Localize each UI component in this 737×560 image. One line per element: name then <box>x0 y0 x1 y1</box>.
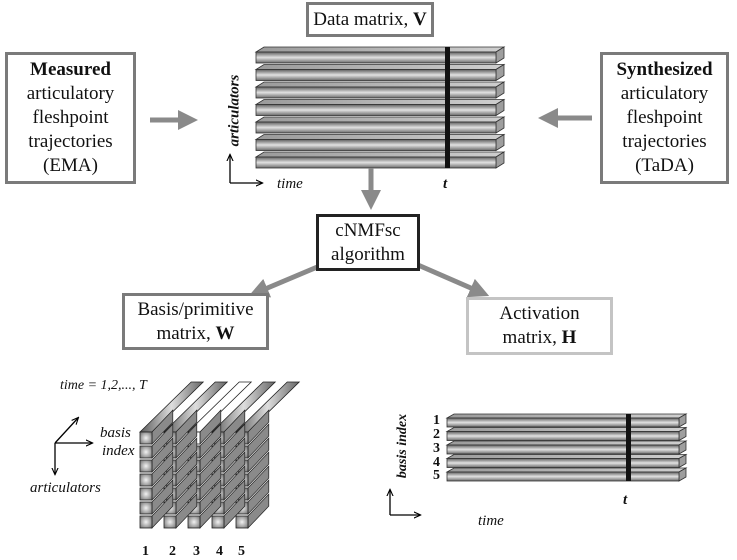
cube-cell-face <box>235 515 249 529</box>
algorithm-line-1: cNMFsc <box>335 219 401 241</box>
measured-line-1: articulatory <box>26 83 115 104</box>
synthesized-title: Synthesized <box>616 59 713 80</box>
activation-bar <box>446 444 680 455</box>
act-time-label: time <box>478 513 504 529</box>
data-matrix-bar <box>255 69 497 81</box>
cube-cell-face <box>211 515 225 529</box>
act-row-1: 1 <box>433 413 440 428</box>
cube-col-1: 1 <box>142 544 149 559</box>
data-matrix-time-marker <box>445 47 450 168</box>
act-row-4: 4 <box>433 455 440 470</box>
data-matrix-bar <box>255 51 497 64</box>
synthesized-line-4: (TaDA) <box>635 155 694 176</box>
synthesized-line-3: trajectories <box>622 131 707 152</box>
data-matrix-symbol: V <box>412 8 427 30</box>
basis-index-axis-label: basis index <box>395 413 410 479</box>
data-matrix-bar-top <box>254 134 506 140</box>
top-axes <box>230 155 262 183</box>
activation-bar-top <box>445 454 688 459</box>
synthesized-line-1: articulatory <box>620 83 709 104</box>
cube-articulators-label: articulators <box>30 480 101 496</box>
basis-line-2: matrix, <box>156 322 216 344</box>
measured-line-4: (EMA) <box>43 155 98 176</box>
act-t-label: t <box>623 492 628 508</box>
cube-index-label: index <box>102 443 135 459</box>
activation-bar <box>446 458 680 468</box>
act-row-3: 3 <box>433 441 440 456</box>
data-matrix-bar-top <box>254 64 506 70</box>
act-row-5: 5 <box>433 468 440 483</box>
cube-cell-face <box>139 431 153 445</box>
activation-bar-top <box>445 413 688 419</box>
cube-cell-face <box>139 445 153 459</box>
cube-axes <box>55 418 92 474</box>
basis-cube <box>139 381 301 529</box>
data-matrix-bar <box>255 139 497 151</box>
activation-axes <box>390 490 420 515</box>
act-row-2: 2 <box>433 427 440 442</box>
cube-col-5: 5 <box>238 544 245 559</box>
data-matrix-bar-top <box>254 46 506 53</box>
activation-bar-top <box>445 440 688 446</box>
activation-bar-top <box>445 467 688 473</box>
cube-col-2: 2 <box>169 544 176 559</box>
cube-cell-face <box>139 473 153 487</box>
time-t-label: t <box>443 176 448 192</box>
cube-col-3: 3 <box>193 544 200 559</box>
arrow-algorithm-to-activation <box>417 262 490 298</box>
cube-basis-label: basis <box>100 425 131 441</box>
activation-symbol: H <box>561 327 577 348</box>
activation-line-1: Activation <box>499 303 580 324</box>
synthesized-box: Synthesized articulatory fleshpoint traj… <box>600 52 729 184</box>
cube-cell-face <box>139 501 153 515</box>
cube-time-label: time = 1,2,..., T <box>60 378 147 393</box>
cube-cell-face <box>139 459 153 473</box>
activation-stack <box>445 413 688 482</box>
basis-symbol: W <box>215 322 235 344</box>
data-matrix-bar-top <box>254 151 506 158</box>
data-matrix-bar <box>255 104 497 116</box>
synthesized-line-2: fleshpoint <box>626 107 703 128</box>
data-matrix-bar-top <box>254 81 506 88</box>
cube-cell-face <box>163 515 177 529</box>
data-matrix-bar <box>255 121 497 134</box>
time-axis-label: time <box>277 176 303 192</box>
arrow-algorithm-to-basis <box>248 262 323 298</box>
flow-arrows <box>150 108 592 298</box>
basis-box: Basis/primitive matrix, W <box>122 293 269 350</box>
cube-col-4: 4 <box>216 544 223 559</box>
basis-line-1: Basis/primitive <box>137 298 254 320</box>
algorithm-box: cNMFsc algorithm <box>316 214 420 271</box>
data-matrix-bar <box>255 86 497 99</box>
measured-line-3: trajectories <box>28 131 113 152</box>
cube-cell-face <box>187 515 201 529</box>
measured-line-2: fleshpoint <box>32 107 109 128</box>
measured-box: Measured articulatory fleshpoint traject… <box>5 52 136 184</box>
activation-bar <box>446 471 680 482</box>
activation-bar <box>446 431 680 441</box>
cube-cell-face <box>139 515 153 529</box>
data-matrix-bar <box>255 156 497 169</box>
activation-bar-top <box>445 427 688 432</box>
data-matrix-label: Data matrix, <box>313 8 413 30</box>
articulators-axis-label: articulators <box>226 74 243 147</box>
data-matrix-bar-top <box>254 99 506 105</box>
activation-time-marker <box>626 414 631 481</box>
activation-bar <box>446 417 680 428</box>
activation-line-2: matrix, <box>502 327 562 348</box>
measured-title: Measured <box>30 59 111 80</box>
activation-box: Activation matrix, H <box>466 297 613 355</box>
data-matrix-bar-top <box>254 116 506 123</box>
data-matrix-stack <box>254 46 506 169</box>
cube-cell-face <box>139 487 153 501</box>
data-matrix-box: Data matrix, V <box>306 2 434 37</box>
algorithm-line-2: algorithm <box>331 243 405 265</box>
